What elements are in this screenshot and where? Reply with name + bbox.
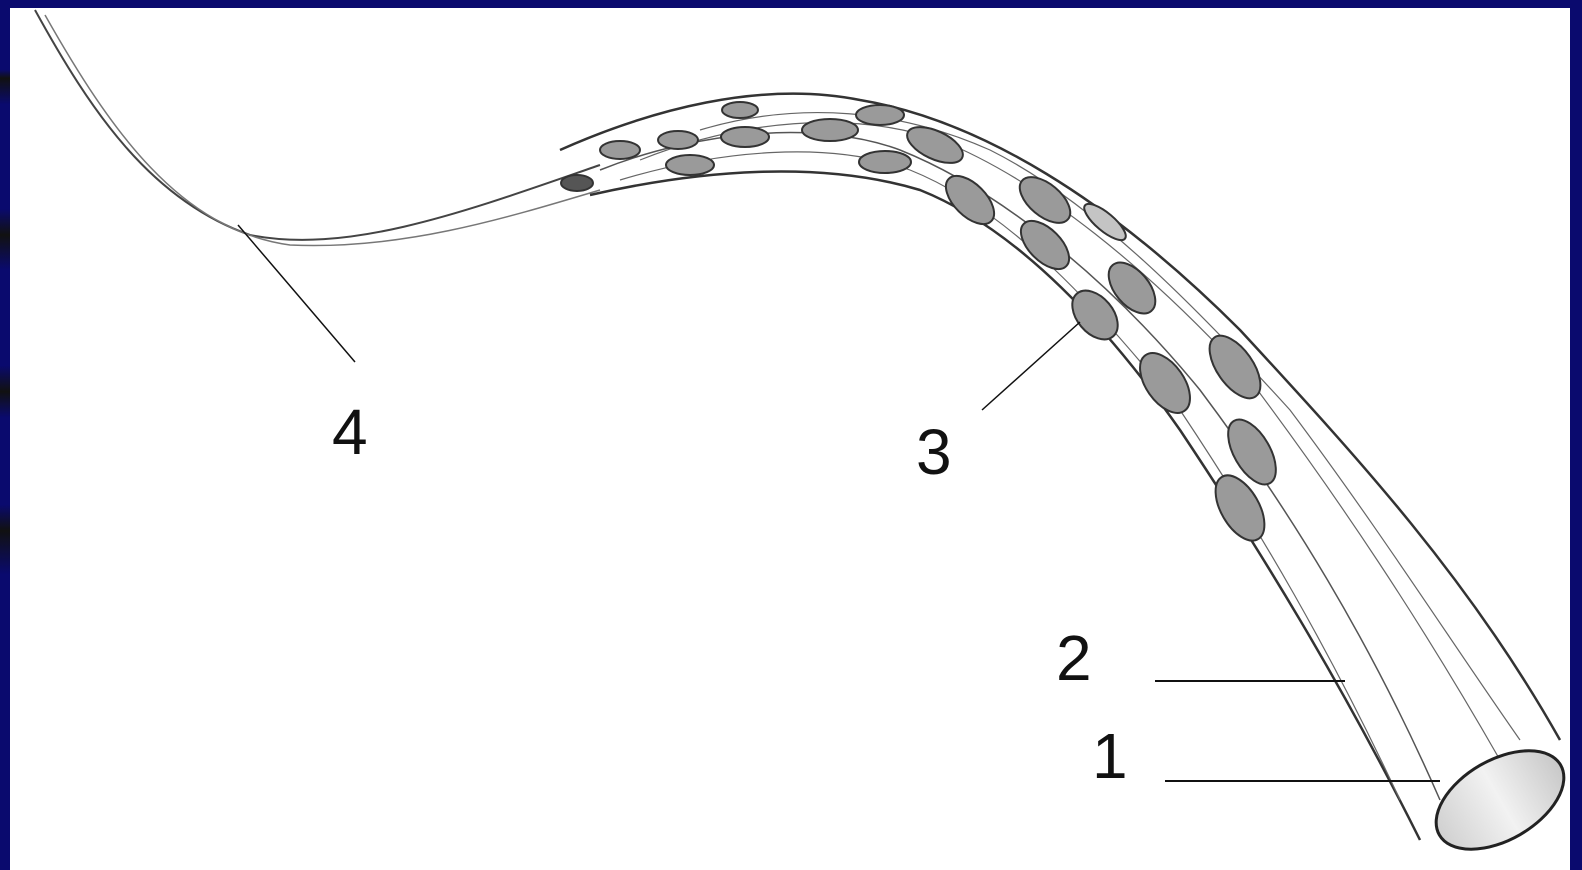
nucleus xyxy=(1012,168,1079,231)
tube-outline-bottom xyxy=(590,171,1420,840)
nucleus xyxy=(721,127,769,147)
label-3: 3 xyxy=(916,420,952,484)
nucleus xyxy=(1079,198,1130,245)
nucleus xyxy=(859,151,911,173)
fiber xyxy=(620,152,1400,800)
nucleus xyxy=(802,119,858,141)
nucleus xyxy=(856,105,904,125)
leader-line-3 xyxy=(982,322,1080,410)
tail-strand xyxy=(35,10,600,240)
fiber xyxy=(700,113,1520,740)
label-4: 4 xyxy=(332,400,368,464)
nucleus xyxy=(666,155,714,175)
nucleus xyxy=(658,131,698,149)
tube-cross-section xyxy=(1419,730,1580,869)
nucleus xyxy=(1200,327,1271,407)
tail-strand-lower xyxy=(45,15,600,246)
nucleus xyxy=(722,102,758,118)
nucleus xyxy=(1012,212,1077,277)
nucleus xyxy=(600,141,640,159)
nucleus xyxy=(561,175,593,191)
label-1: 1 xyxy=(1092,724,1128,788)
label-2: 2 xyxy=(1056,626,1092,690)
